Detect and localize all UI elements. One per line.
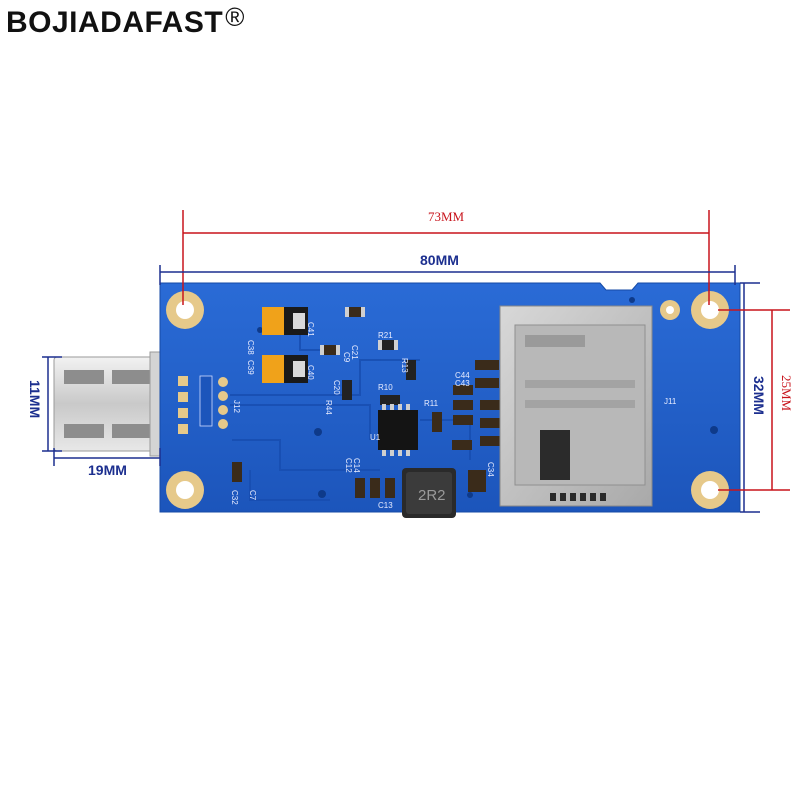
label-c12: C12 (344, 458, 353, 473)
mounting-hole-top-left (166, 291, 204, 329)
dimension-32mm-label: 32MM (751, 376, 767, 415)
label-c32: C32 (230, 490, 239, 505)
usb-header-j12 (178, 375, 228, 434)
label-u1: U1 (370, 433, 381, 442)
label-r21: R21 (378, 331, 393, 340)
dimension-73mm-label: 73MM (428, 209, 465, 224)
label-c9: C9 (342, 352, 351, 363)
label-c40: C40 (306, 365, 315, 380)
label-c41: C41 (306, 322, 315, 337)
label-c14: C14 (352, 458, 361, 473)
dimension-11mm: 11MM (27, 356, 62, 452)
label-2r2: 2R2 (418, 487, 446, 504)
mounting-hole-bottom-right (691, 471, 729, 509)
mounting-holes (166, 291, 729, 509)
label-c34: C34 (486, 462, 495, 477)
dimension-32mm: 32MM (740, 282, 767, 513)
label-r44: R44 (324, 400, 333, 415)
mounting-hole-bottom-left (166, 471, 204, 509)
label-c21: C21 (350, 345, 359, 360)
label-c43: C43 (455, 379, 470, 388)
registered-mark: ® (225, 2, 245, 32)
dimension-80mm-label: 80MM (420, 252, 459, 268)
dimension-73mm: 73MM (182, 209, 710, 305)
small-pad-top (660, 300, 680, 320)
label-c39: C39 (246, 360, 255, 375)
tantalum-capacitors (262, 307, 308, 383)
smd-passives (232, 307, 500, 498)
dimension-25mm-label: 25MM (779, 375, 794, 412)
label-c38: C38 (246, 340, 255, 355)
inductor-2r2 (402, 468, 456, 518)
dimension-80mm: 80MM (159, 252, 736, 285)
label-r13: R13 (400, 358, 409, 373)
brand-name: BOJIADAFAST (6, 6, 224, 39)
dimension-19mm-label: 19MM (88, 462, 127, 478)
ic-u1 (378, 404, 418, 456)
label-j11: J11 (664, 397, 677, 406)
dimension-19mm: 19MM (53, 448, 161, 478)
label-c44: C44 (455, 371, 470, 380)
silkscreen-labels: C38 C39 C41 C40 C9 C21 R21 R10 R11 R13 R… (230, 322, 677, 510)
label-r11: R11 (424, 399, 439, 408)
label-j12: J12 (232, 400, 241, 413)
label-c20: C20 (332, 380, 341, 395)
sim-card-slot (499, 305, 653, 507)
dimension-25mm: 25MM (718, 309, 794, 491)
label-c13: C13 (378, 501, 393, 510)
brand-logo: BOJIADAFAST® (6, 2, 245, 40)
label-r10: R10 (378, 383, 393, 392)
mounting-hole-top-right (691, 291, 729, 329)
label-c7: C7 (248, 490, 257, 501)
dimension-11mm-label: 11MM (27, 380, 43, 418)
